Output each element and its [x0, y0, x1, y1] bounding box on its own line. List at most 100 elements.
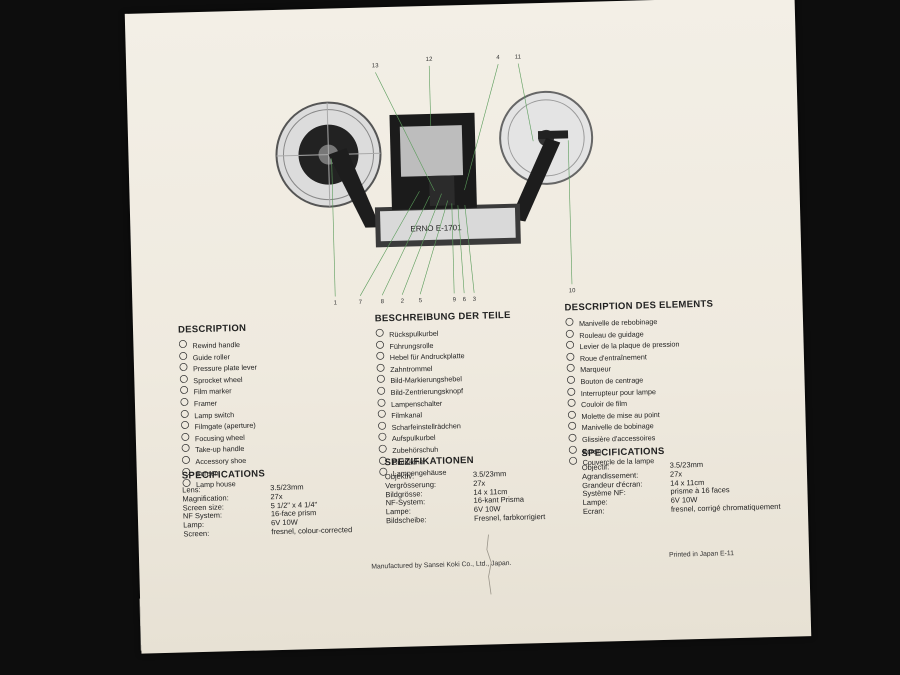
list-item-label: Couloir de film	[581, 399, 628, 410]
list-item-label: Bouton de centrage	[580, 375, 644, 387]
circled-number-icon	[377, 409, 386, 418]
list-item-label: Rewind handle	[192, 339, 241, 351]
list-item-label: Framer	[193, 398, 218, 409]
list-item: Zahntrommel	[376, 358, 571, 375]
list-item: Hebel für Andruckplatte	[376, 347, 571, 364]
list-item-label: Lampenschalter	[390, 398, 443, 409]
list-item-label: Aufspulkurbel	[391, 433, 436, 444]
list-item: Sprocket wheel	[179, 369, 374, 386]
circled-number-icon	[566, 364, 575, 373]
manual-page: ERNO E-1701	[124, 0, 812, 654]
list-item-label: Focusing wheel	[194, 432, 245, 443]
circled-number-icon	[180, 409, 189, 418]
list-item-label: Film marker	[193, 386, 232, 397]
list-item: Rewind handle	[178, 334, 373, 351]
list-item: Scharfeinstellrädchen	[377, 416, 572, 433]
list-item: Couvercle de la lampe	[568, 451, 763, 468]
list-item-label: Pressure plate lever	[192, 362, 258, 374]
callout-8: 8	[381, 299, 385, 305]
circled-number-icon	[181, 455, 190, 464]
circled-number-icon	[568, 422, 577, 431]
list-item: Marqueur	[566, 359, 761, 376]
list-item: Pressure plate lever	[179, 358, 374, 375]
callout-11: 11	[515, 55, 522, 61]
circled-number-icon	[565, 329, 574, 338]
list-item-label: Bild-Zentrierungsknopf	[390, 386, 464, 398]
list-item-label: Guide roller	[192, 351, 231, 362]
callout-4: 4	[496, 55, 500, 61]
list-item: Aufspulkurbel	[378, 428, 573, 445]
right-reel-illustration	[499, 90, 594, 185]
list-item: Rouleau de guidage	[565, 324, 760, 341]
callout-3: 3	[473, 297, 477, 303]
circled-number-icon	[569, 456, 578, 465]
spec-key: Screen:	[183, 528, 210, 539]
list-item-label: Hebel für Andruckplatte	[389, 351, 465, 363]
circled-number-icon	[181, 444, 190, 453]
model-label: ERNO E-1701	[410, 223, 462, 233]
list-item-label: Manivelle de rebobinage	[578, 317, 658, 329]
circled-number-icon	[566, 352, 575, 361]
circled-number-icon	[376, 340, 384, 349]
list-item: Take-up handle	[181, 439, 376, 456]
spec-value: Fresnel, farbkorrigiert	[473, 512, 546, 523]
list-item-label: Lamp switch	[194, 409, 235, 420]
circled-number-icon	[567, 410, 576, 419]
list-item-label: Zubehörschuh	[392, 444, 439, 455]
list-item: Bildfläche	[378, 451, 573, 468]
printed-note: Printed in Japan E-11	[669, 550, 735, 559]
circled-number-icon	[568, 433, 577, 442]
callout-9: 9	[453, 297, 457, 303]
circled-number-icon	[566, 341, 575, 349]
list-item: Filmkanal	[377, 404, 572, 421]
circled-number-icon	[179, 363, 188, 372]
circled-number-icon	[181, 421, 189, 430]
list-item-label: Roue d'entraînement	[579, 352, 647, 363]
circled-number-icon	[180, 386, 189, 395]
list-item: Focusing wheel	[181, 427, 376, 444]
list-item: Zubehörschuh	[378, 439, 573, 456]
circled-number-icon	[377, 398, 386, 407]
list-item: Rückspulkurbel	[375, 323, 570, 340]
list-item-label: Sprocket wheel	[193, 374, 243, 385]
callout-10: 10	[569, 288, 576, 294]
left-arm	[328, 148, 381, 228]
circled-number-icon	[378, 433, 387, 442]
beschreibung-title: BESCHREIBUNG DER TEILE	[374, 309, 511, 325]
callout-5: 5	[419, 298, 423, 304]
list-item-label: Rückspulkurbel	[389, 328, 439, 340]
spec-value: fresnel, colour-corrected	[271, 525, 353, 537]
circled-number-icon	[179, 374, 188, 383]
list-item: Lampenschalter	[377, 393, 572, 410]
list-item: Accessory shoe	[181, 450, 376, 467]
list-item: Framer	[180, 392, 375, 409]
list-item: Filmgate (aperture)	[180, 416, 375, 433]
list-item-label: Accessory shoe	[195, 455, 247, 467]
circled-number-icon	[182, 467, 191, 476]
list-item: Bild-Markierungshebel	[376, 370, 571, 387]
list-item: Lamp switch	[180, 404, 375, 421]
circled-number-icon	[377, 386, 386, 395]
circled-number-icon	[181, 432, 190, 441]
circled-number-icon	[376, 352, 385, 360]
list-item: Bild-Zentrierungsknopf	[377, 381, 572, 398]
circled-number-icon	[179, 351, 188, 360]
list-item-label: Interrupteur pour lampe	[580, 386, 657, 398]
list-item: Manivelle de bobinage	[568, 417, 763, 434]
circled-number-icon	[378, 444, 387, 453]
circled-number-icon	[568, 445, 577, 454]
list-item: Screen	[182, 462, 377, 479]
circled-number-icon	[378, 421, 387, 430]
list-item: Levier de la plaque de pression	[565, 336, 760, 353]
